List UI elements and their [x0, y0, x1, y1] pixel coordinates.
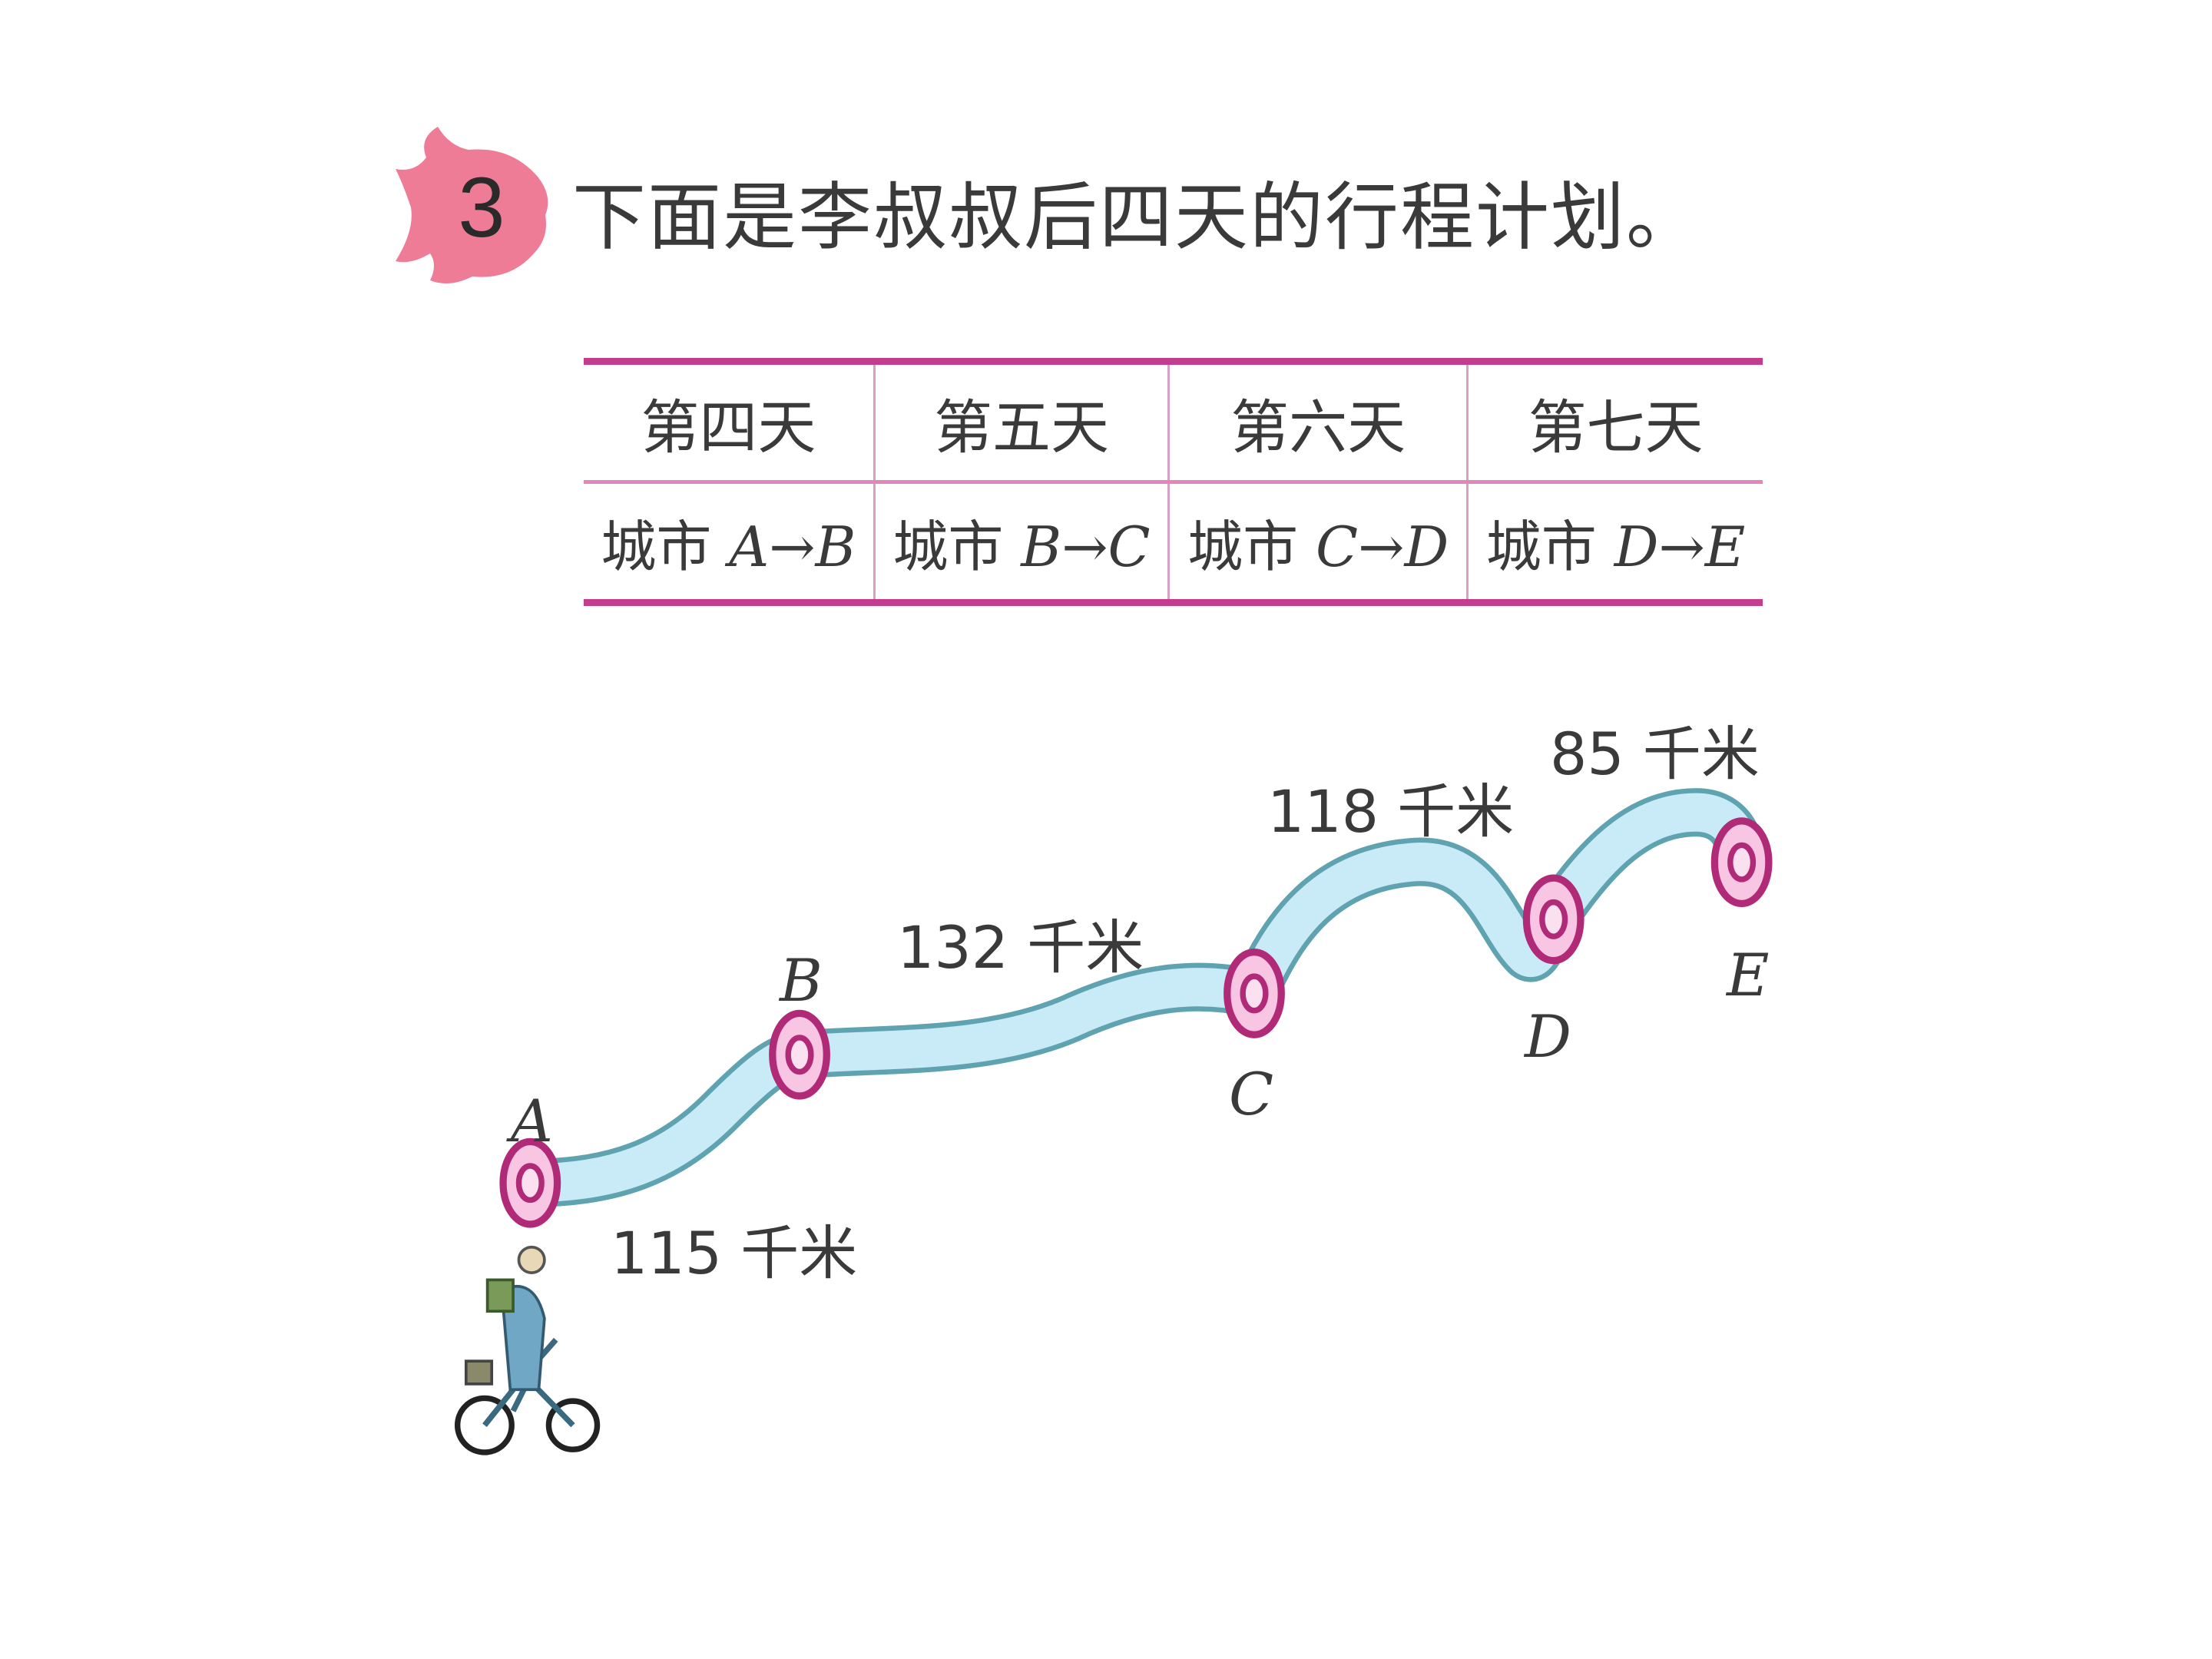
- route-cell: 城市 D→E: [1466, 482, 1763, 606]
- distance-a-b: 115 千米: [611, 1219, 858, 1287]
- city-label-e: E: [1727, 941, 1770, 1009]
- header-day-6: 第六天: [1167, 358, 1468, 484]
- header-day-4: 第四天: [584, 358, 875, 484]
- header-day-7: 第七天: [1466, 358, 1763, 484]
- city-marker-b: [769, 1009, 830, 1100]
- city-marker-d: [1522, 874, 1584, 965]
- distance-b-c: 132 千米: [897, 913, 1144, 982]
- problem-number-badge: 3: [396, 127, 548, 283]
- route-cell: 城市 A→B: [584, 482, 875, 606]
- route-cell: 城市 B→C: [873, 482, 1169, 606]
- city-label-c: C: [1229, 1060, 1274, 1128]
- city-label-b: B: [780, 946, 823, 1015]
- header-day-5: 第五天: [873, 358, 1169, 484]
- table-route-row: 城市 A→B 城市 B→C 城市 C→D 城市 D→E: [584, 482, 1763, 606]
- distance-d-e: 85 千米: [1550, 720, 1760, 788]
- road: [505, 788, 1767, 1207]
- distance-c-d: 118 千米: [1267, 777, 1515, 846]
- fish-badge-icon: [396, 127, 548, 283]
- cyclist-icon: [454, 1245, 601, 1455]
- itinerary-table: 第四天 第五天 第六天 第七天 城市 A→B 城市 B→C 城市 C→D 城市 …: [584, 358, 1763, 606]
- problem-title: 下面是李叔叔后四天的行程计划。: [572, 174, 1701, 260]
- table-header-row: 第四天 第五天 第六天 第七天: [584, 358, 1763, 484]
- city-marker-a: [499, 1137, 561, 1228]
- city-marker-e: [1710, 817, 1773, 908]
- route-cell: 城市 C→D: [1167, 482, 1468, 606]
- problem-number: 3: [458, 161, 505, 255]
- city-label-d: D: [1525, 1002, 1571, 1071]
- city-marker-c: [1224, 948, 1285, 1038]
- city-label-a: A: [511, 1087, 553, 1155]
